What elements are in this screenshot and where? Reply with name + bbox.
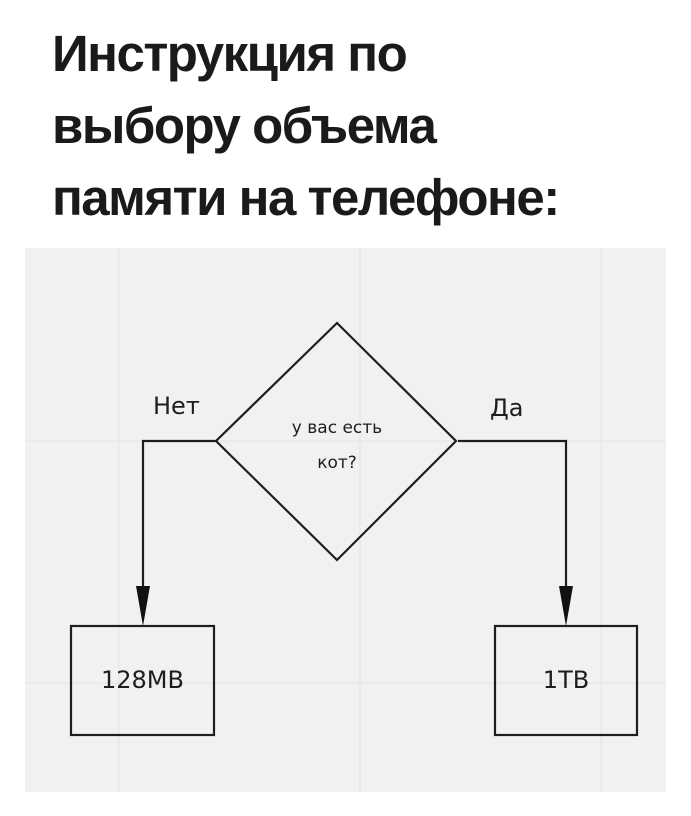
decision-text-line-1: у вас есть: [291, 418, 383, 438]
title-line-1: Инструкция по: [52, 25, 408, 82]
no-result-box: [69, 624, 216, 737]
title-line-2: выбору объема: [52, 97, 437, 154]
yes-result-label: 1TB: [542, 666, 590, 694]
decision-diamond: [214, 321, 458, 562]
no-connector: [141, 439, 216, 600]
no-arrowhead-icon: [136, 586, 150, 626]
title-line-3: памяти на телефоне:: [52, 169, 560, 226]
page-title: Инструкция по выбору объема памяти на те…: [52, 18, 682, 234]
grid-lines: [25, 248, 666, 792]
no-branch-label: Нет: [153, 392, 200, 420]
no-result-label: 128MB: [101, 666, 184, 694]
yes-connector: [458, 439, 568, 600]
flowchart-graphics: [25, 248, 666, 792]
decision-text-line-2: кот?: [317, 453, 357, 473]
yes-arrowhead-icon: [559, 586, 573, 626]
yes-result-box: [493, 624, 639, 737]
flowchart-canvas: Нет Да у вас есть кот? 128MB 1TB: [25, 248, 666, 792]
yes-branch-label: Да: [490, 394, 524, 422]
